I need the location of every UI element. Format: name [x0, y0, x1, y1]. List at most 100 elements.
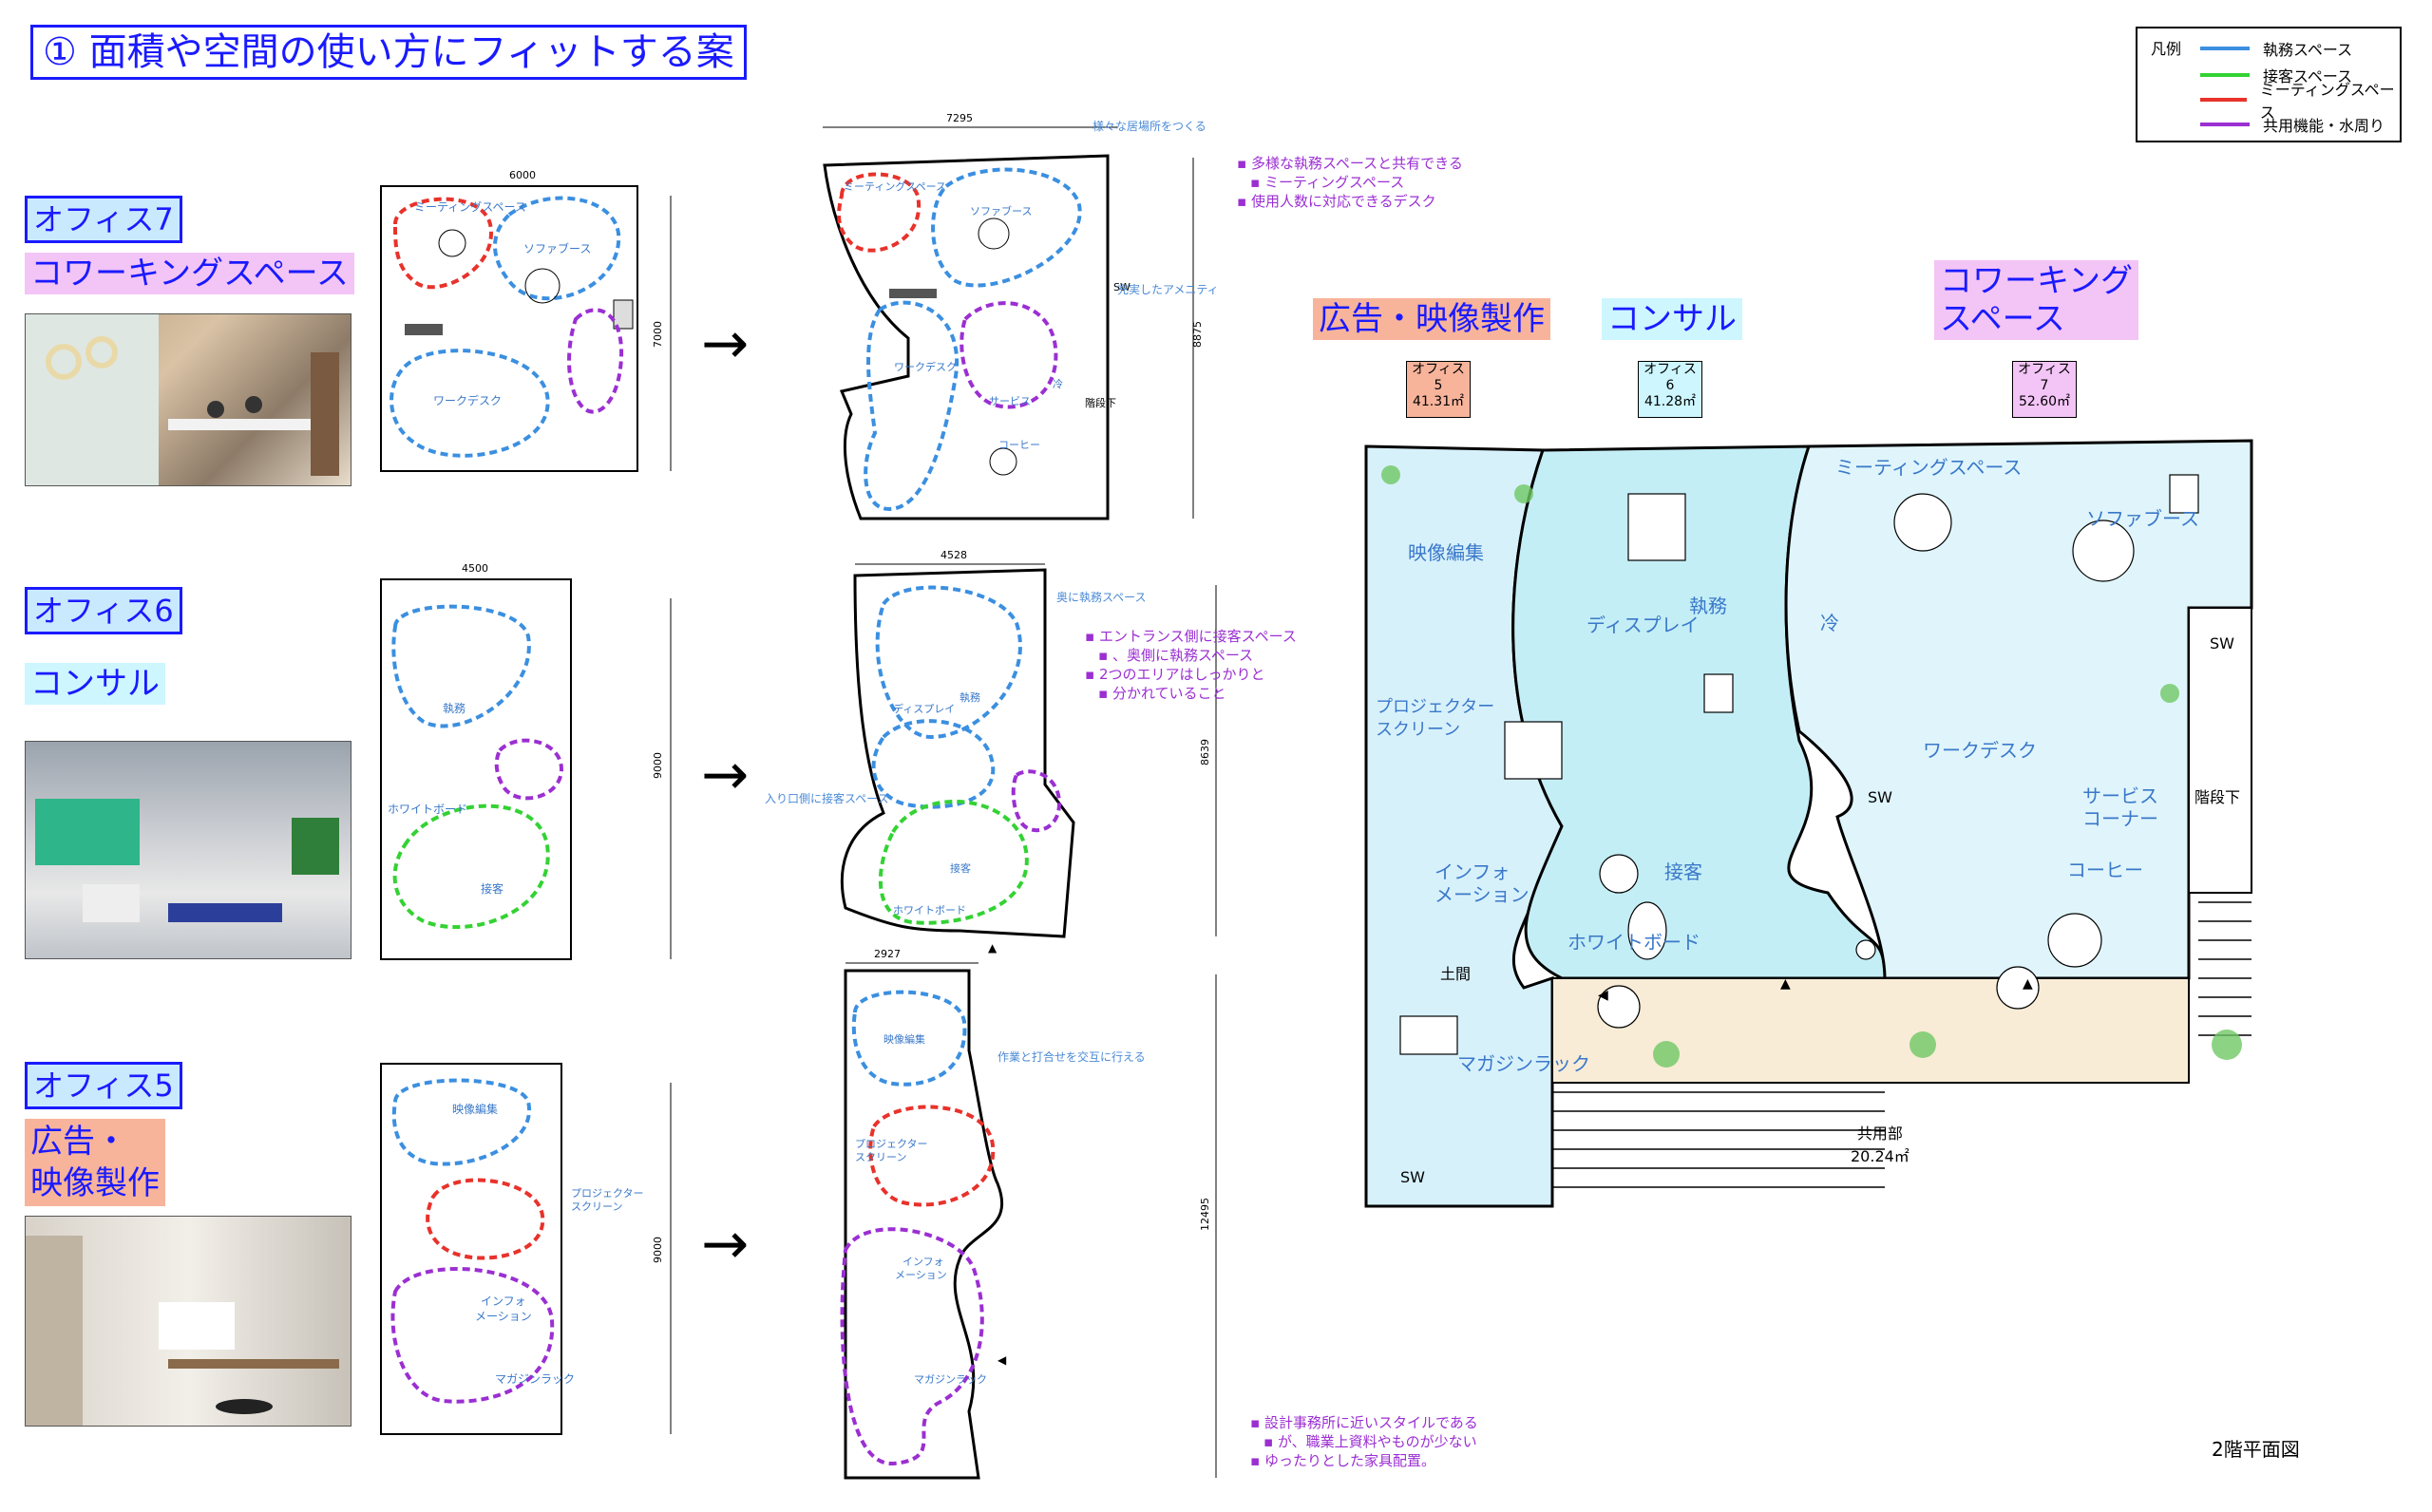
svg-text:階段下: 階段下 [1085, 396, 1116, 409]
svg-text:4500: 4500 [462, 562, 488, 575]
office7-photo [25, 313, 352, 486]
fp-rei: 冷 [1820, 612, 1839, 634]
fp-meeting: ミーティングスペース [1835, 456, 2023, 479]
plan7-dim-h: 7000 [652, 321, 664, 348]
svg-text:マガジンラック: マガジンラック [914, 1373, 987, 1386]
floor-caption: 2階平面図 [2212, 1438, 2300, 1461]
office5-type: 広告・ 映像製作 [25, 1119, 165, 1206]
svg-text:スクリーン: スクリーン [855, 1151, 906, 1163]
floor-header-7: コワーキング スペース [1934, 260, 2138, 340]
svg-text:スクリーン: スクリーン [571, 1200, 622, 1213]
plan5-notes: 設計事務所に近いスタイルである が、職業上資料やものが少ない ゆったりとした家具… [1250, 1413, 1478, 1470]
office7-name: オフィス7 [25, 196, 182, 243]
svg-text:▲: ▲ [988, 941, 998, 954]
plan7-callout-1: 様々な居場所をつくる [1092, 120, 1206, 133]
floor-header-5: 広告・映像製作 [1313, 298, 1550, 340]
svg-text:ホワイトボード: ホワイトボード [388, 803, 467, 816]
office6-name: オフィス6 [25, 587, 182, 634]
plan5-before: 9000 映像編集 プロジェクター スクリーン インフォ メーション マガジンラ… [380, 1063, 672, 1435]
svg-text:4528: 4528 [940, 549, 967, 561]
svg-text:インフォ: インフォ [902, 1256, 944, 1268]
plan7-after: 7295 8875 ミーティングスペース ソファブース ワークデスク サービス … [823, 112, 1204, 528]
svg-text:接客: 接客 [950, 861, 971, 875]
svg-text:メーション: メーション [895, 1269, 947, 1281]
fp-kaidan: 階段下 [2194, 788, 2241, 806]
floor-plan: ◀ ▲ ▲ [1364, 439, 2253, 1208]
fp-sw-7: SW [1868, 788, 1892, 806]
svg-text:メーション: メーション [475, 1310, 532, 1323]
fp-info2: メーション [1434, 883, 1530, 906]
fp-common: 共用部 20.24㎡ [1851, 1125, 1910, 1165]
office7-photo-art [26, 314, 339, 485]
fp-info1: インフォ [1434, 860, 1510, 883]
svg-text:コーヒー: コーヒー [998, 439, 1040, 451]
plan7-callout-2: 充実したアメニティ [1117, 283, 1219, 296]
svg-text:ミーティングスペース: ミーティングスペース [844, 180, 946, 193]
plan7-after-dim-w: 7295 [946, 112, 973, 124]
arrow-7: → [701, 311, 750, 377]
plan5-callout-1: 作業と打合せを交互に行える [998, 1050, 1146, 1064]
fp-service1: サービス [2082, 784, 2158, 807]
plan5-after: 2927 12495 映像編集 プロジェクター スクリーン インフォ メーション… [840, 948, 1217, 1480]
fp-sofa: ソファブース [2086, 507, 2199, 530]
svg-text:8639: 8639 [1199, 739, 1211, 765]
floor-header-6: コンサル [1602, 298, 1742, 340]
svg-text:◀: ◀ [998, 1353, 1007, 1367]
legend: 凡例 執務スペース 接客スペース ミーティングスペース 共用機能・水周り [2136, 27, 2402, 142]
svg-text:SW: SW [1113, 281, 1130, 293]
plan7-zone-sofa: ソファブース [523, 241, 591, 255]
arrow-5: → [701, 1211, 750, 1277]
fp-eizo: 映像編集 [1408, 541, 1484, 564]
svg-text:執務: 執務 [443, 702, 466, 715]
fp-sw-stair: SW [2210, 634, 2234, 652]
svg-text:ワークデスク: ワークデスク [894, 360, 957, 373]
fp-whiteboard: ホワイトボード [1568, 931, 1700, 954]
plan7-notes: 多様な執務スペースと共有できる ミーティングスペース 使用人数に対応できるデスク [1237, 154, 1463, 211]
fp-shitsumu: 執務 [1689, 595, 1727, 617]
svg-text:9000: 9000 [652, 1237, 664, 1263]
svg-text:サービス: サービス [989, 395, 1031, 407]
svg-text:9000: 9000 [652, 752, 664, 779]
svg-text:接客: 接客 [481, 881, 504, 896]
plan7-zone-work: ワークデスク [433, 393, 502, 407]
plan7-zone-meeting: ミーティングスペース [414, 200, 526, 214]
svg-text:冷: 冷 [1053, 378, 1063, 390]
svg-text:▲: ▲ [1003, 527, 1013, 528]
svg-text:▲: ▲ [1780, 976, 1791, 992]
svg-text:インフォ: インフォ [481, 1295, 526, 1308]
fp-proj1: プロジェクター [1376, 697, 1495, 717]
plan7-before: 6000 7000 ミーティングスペース ソファブース ワークデスク [380, 169, 672, 472]
office6-photo-art [35, 799, 339, 922]
plan6-callout-2: 入り口側に接客スペース [765, 792, 889, 805]
plan7-dim-w: 6000 [509, 169, 536, 181]
svg-text:映像編集: 映像編集 [452, 1102, 498, 1116]
svg-text:ホワイトボード: ホワイトボード [893, 904, 966, 917]
svg-text:◀: ◀ [1598, 988, 1608, 1003]
plan6-after: 4528 8639 執務 ディスプレイ 接客 ホワイトボード ▲ [840, 549, 1217, 954]
legend-item: 接客スペース [2200, 65, 2352, 85]
fp-work: ワークデスク [1923, 739, 2037, 762]
fp-proj2: スクリーン [1376, 720, 1461, 740]
fp-magazine: マガジンラック [1457, 1052, 1590, 1075]
svg-text:プロジェクター: プロジェクター [571, 1187, 644, 1200]
arrow-6: → [701, 742, 750, 808]
office7-type: コワーキングスペース [25, 253, 354, 294]
office5-photo [25, 1216, 352, 1427]
svg-text:2927: 2927 [874, 948, 901, 960]
office6-type: コンサル [25, 663, 165, 705]
office6-photo [25, 741, 352, 959]
office5-name: オフィス5 [25, 1062, 182, 1109]
plan6-notes: エントランス側に接客スペース 、奥側に執務スペース 2つのエリアはしっかりと 分… [1085, 627, 1297, 703]
svg-text:執務: 執務 [960, 690, 980, 704]
legend-head: 凡例 [2151, 40, 2182, 58]
fp-sw-5: SW [1400, 1168, 1425, 1186]
legend-item: ミーティングスペース [2200, 81, 2400, 122]
fp-doma: 土間 [1440, 965, 1472, 983]
svg-text:ソファブース: ソファブース [970, 204, 1032, 217]
fp-sekkyaku: 接客 [1664, 860, 1702, 883]
legend-item: 共用機能・水周り [2200, 114, 2384, 135]
svg-text:マガジンラック: マガジンラック [495, 1372, 575, 1386]
